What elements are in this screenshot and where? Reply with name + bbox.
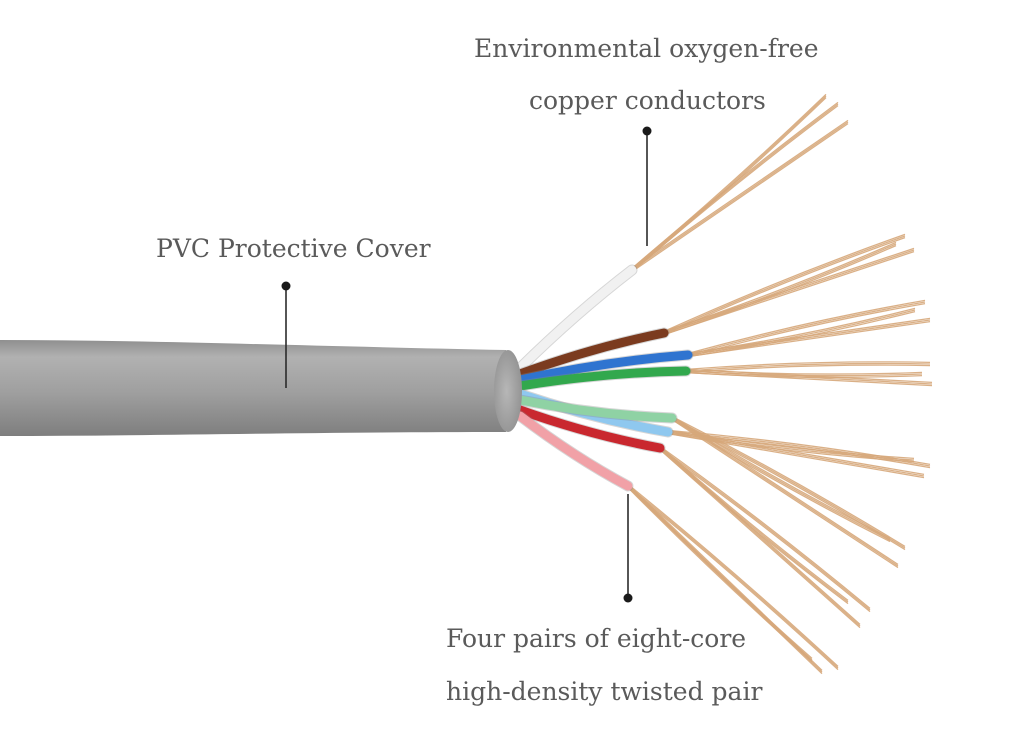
copper-strand [663,235,906,334]
copper-strand [671,417,891,541]
copper-strand [631,123,849,273]
copper-strand [663,245,897,336]
insulated-wire [515,350,693,385]
copper-strand [671,419,899,569]
copper-strand [631,95,827,271]
copper-strand [631,121,849,271]
copper-strand [685,361,931,371]
copper-strand [671,417,906,549]
pairs-label-line2: high-density twisted pair [446,677,763,706]
copper-strand [659,447,871,611]
pairs-leader-dot [623,593,633,603]
copper-strand [659,449,849,605]
conductors-label-line1: Environmental oxygen-free [474,34,819,63]
copper-strand [631,93,827,269]
insulated-wire [515,395,677,423]
copper-strand [627,483,813,659]
copper-strand [663,233,906,332]
copper-strand [663,243,897,334]
copper-strand [685,368,923,375]
copper-strand [687,301,926,356]
copper-strand [659,445,871,609]
conductors-label-line2: copper conductors [529,86,766,115]
copper-strand [659,447,849,603]
copper-strand [631,119,849,269]
callout-pointers [281,126,652,603]
copper-strand [687,299,926,355]
pairs-label-line1: Four pairs of eight-core [446,624,747,653]
copper-strand [671,415,891,539]
jacket-end [494,350,522,432]
copper-strand [685,371,923,378]
insulated-wire [515,265,637,373]
copper-strand [671,419,891,543]
insulated-wire [515,405,665,453]
copper-strand [659,445,849,601]
cover-leader-dot [281,281,291,291]
copper-strand [687,310,916,358]
copper-strand [687,309,916,356]
insulated-wire [515,411,633,491]
copper-strand [685,362,931,372]
insulated-wire [515,328,669,379]
copper-strand [685,370,923,377]
copper-strand [631,97,827,273]
insulated-wires [514,264,694,492]
copper-strand [667,432,915,463]
copper-strand [627,483,839,667]
copper-strand [659,449,871,613]
copper-strand [687,307,916,355]
copper-strand [671,415,906,547]
copper-strand [663,241,897,333]
copper-conductors [627,93,933,675]
cover-label: PVC Protective Cover [156,234,431,263]
insulated-wire [515,366,691,391]
copper-strand [627,487,813,663]
pvc-jacket [0,340,506,436]
copper-strand [627,485,813,661]
conductors-leader-dot [642,126,652,136]
copper-strand [627,485,839,669]
